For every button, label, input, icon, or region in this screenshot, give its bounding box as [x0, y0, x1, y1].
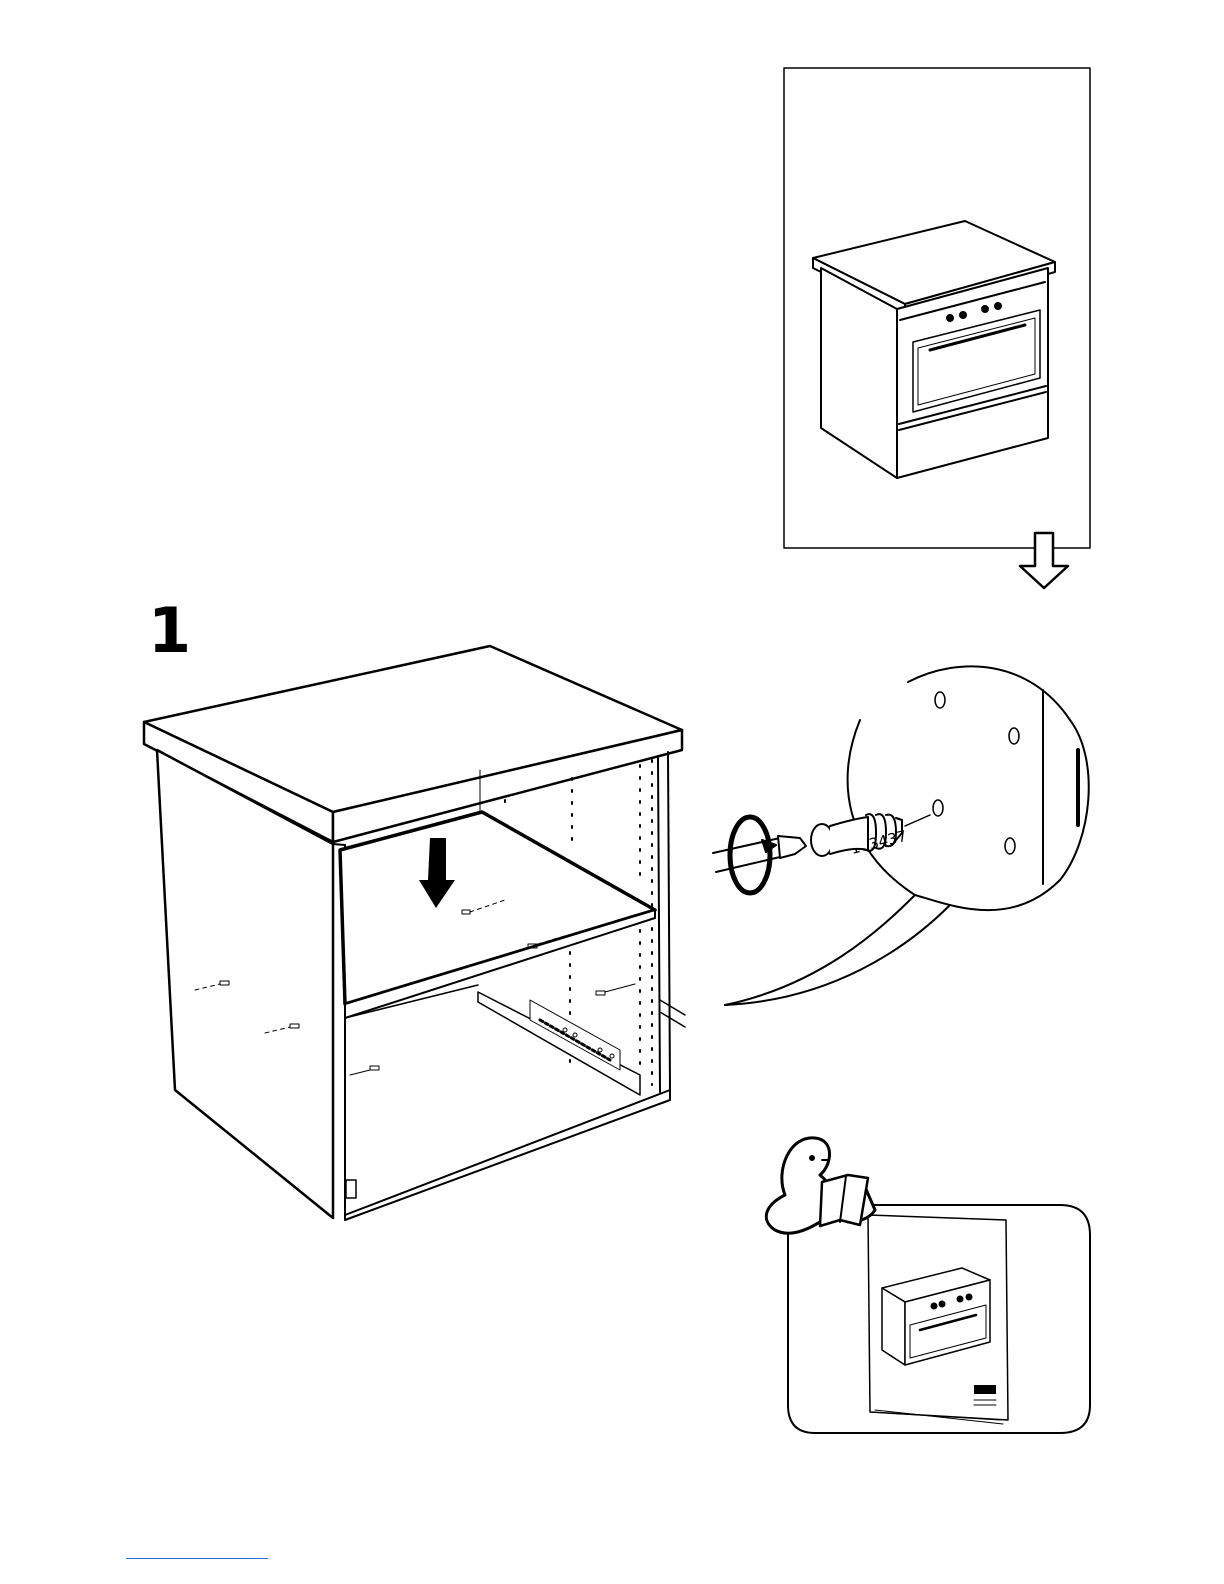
manual-reference-panel: [766, 1138, 1090, 1433]
overview-panel: [784, 68, 1090, 588]
detail-callout: [713, 666, 1089, 1005]
cabinet-main: [144, 646, 685, 1220]
